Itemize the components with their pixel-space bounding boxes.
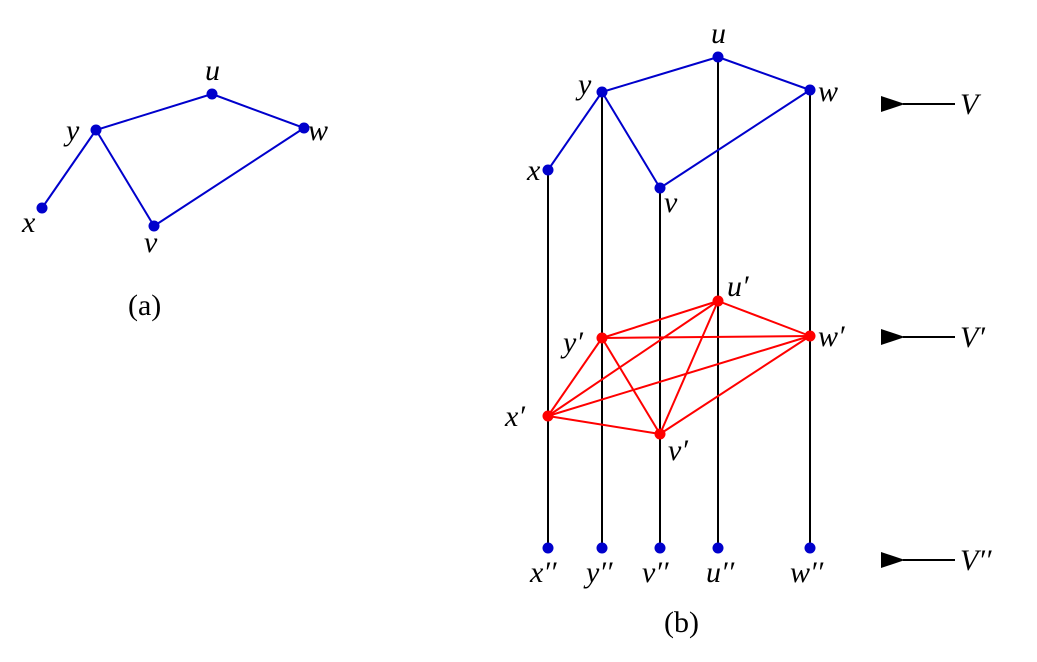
layer-label-mid: V′ [960,321,985,354]
edge-u-w [211,93,305,129]
label-top-x: x [526,154,541,187]
label-mid-v: v′ [668,434,688,467]
label-bottom-w: w′′ [790,556,824,589]
node-top-v [654,182,666,194]
node-bottom-w [804,542,816,554]
label-top-u: u [711,17,726,50]
panel-b: u y w x v u′ y′ w′ x′ v′ x′′ y′′ v′′ u′′… [504,17,992,639]
edge-y-u [95,93,213,131]
caption-b: (b) [664,606,699,639]
node-top-u [712,51,724,63]
label-mid-w: w′ [818,320,845,353]
layer-label-top: V [960,88,982,121]
node-top-w [804,84,816,96]
edge-top-y-x [547,91,603,171]
label-bottom-y: y′′ [583,556,613,589]
edge-mid-x-v [547,415,661,435]
label-bottom-x: x′′ [529,556,557,589]
edge-mid-x-y [547,337,603,417]
edge-w-v [153,127,305,227]
node-mid-w [804,330,816,342]
edge-mid-y-w [601,335,811,339]
edge-mid-u-w [717,300,811,337]
label-v: v [144,226,158,259]
label-u: u [205,54,220,87]
node-u [206,88,218,100]
edge-y-v [95,129,155,227]
label-mid-u: u′ [727,270,749,303]
layer-label-bottom: V′′ [960,544,992,577]
node-mid-v [654,428,666,440]
edge-mid-w-v [659,335,811,435]
edge-mid-y-u [601,300,719,339]
node-w [298,122,310,134]
node-bottom-v [654,542,666,554]
label-x: x [21,206,36,239]
edge-top-w-v [659,89,811,189]
edge-top-y-u [601,56,719,93]
label-top-y: y [575,68,592,101]
edge-top-u-w [717,56,811,91]
label-bottom-u: u′′ [706,556,735,589]
node-bottom-u [712,542,724,554]
caption-a: (a) [128,289,161,322]
node-mid-y [596,332,608,344]
edge-mid-y-v [601,337,661,435]
edge-mid-x-w [547,335,811,417]
node-top-y [596,86,608,98]
node-mid-u [712,295,724,307]
node-bottom-y [596,542,608,554]
edge-y-x [41,129,97,209]
label-top-w: w [818,75,838,108]
node-v [148,220,160,232]
label-y: y [63,114,80,147]
node-bottom-x [542,542,554,554]
label-mid-x: x′ [504,400,525,433]
edge-mid-x-u [547,300,719,417]
label-mid-y: y′ [560,326,583,359]
node-top-x [542,164,554,176]
label-top-v: v [664,186,678,219]
panel-a: u y w x v (a) [21,54,328,322]
node-y [90,124,102,136]
label-w: w [308,114,328,147]
node-mid-x [542,410,554,422]
edge-mid-u-v [659,300,719,435]
label-bottom-v: v′′ [642,556,669,589]
node-x [36,202,48,214]
edge-top-y-v [601,91,661,189]
